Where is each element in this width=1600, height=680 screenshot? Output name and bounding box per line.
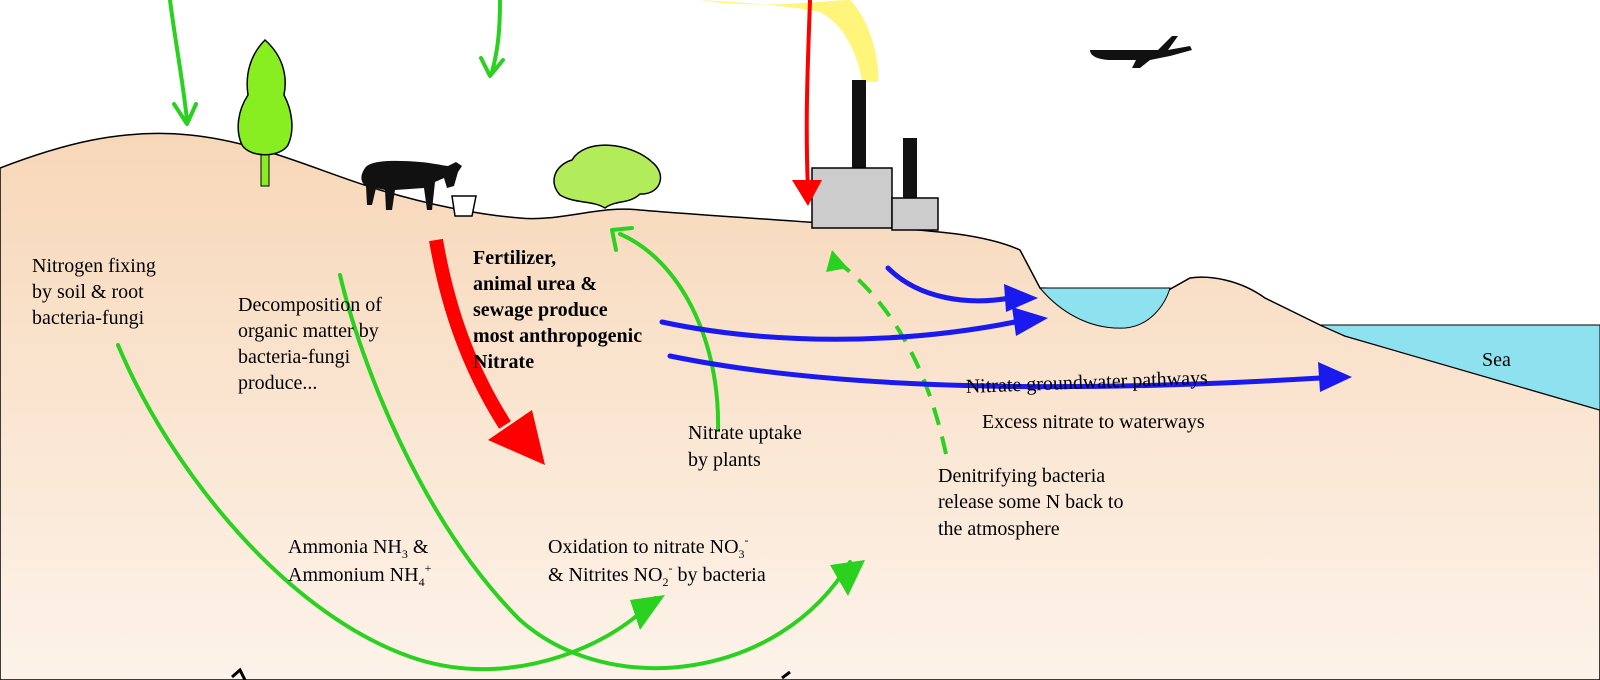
atmospheric-deposition-arrow (168, 0, 189, 122)
bucket-icon (451, 195, 477, 217)
groundwater-to-sea-arrow (667, 353, 1323, 390)
denitrification-arrow (836, 260, 948, 455)
nitrogen-fixing-label: Nitrogen fixing by soil & root bacteria-… (32, 255, 161, 329)
denitrifying-bacteria-label: Denitrifying bacteria release some N bac… (938, 465, 1128, 540)
decomposition-to-nitrate-arrow (338, 273, 852, 671)
airplane-icon (1090, 36, 1192, 68)
smoke-plume (700, 0, 879, 82)
nitrites-label: & Nitrites NO2- by bacteria (548, 561, 766, 589)
green-arrowhead-2 (830, 560, 865, 596)
atmospheric-deposition-arrow-2 (490, 0, 502, 74)
ammonia-label: Ammonia NH3 & (288, 536, 429, 561)
decomposition-label: Decomposition of organic matter by bacte… (238, 294, 387, 394)
excess-nitrate-label: Excess nitrate to waterways (982, 411, 1205, 433)
denitrification-arrowhead (826, 250, 848, 272)
fertilizer-label: Fertilizer, animal urea & sewage produce… (473, 247, 647, 373)
sea-water (1319, 324, 1600, 411)
blue-arrowhead-3 (1318, 362, 1352, 392)
cow-icon (361, 160, 462, 210)
bottom-arrow-fragment-left (231, 667, 247, 680)
green-arrowhead-1 (630, 595, 665, 630)
factory-icon (811, 80, 939, 231)
nitrate-uptake-arrow (618, 232, 721, 432)
oxidation-label: Oxidation to nitrate NO3- (548, 533, 749, 561)
nitrate-uptake-label: Nitrate uptake by plants (688, 422, 807, 471)
emission-deposition-arrowhead (792, 180, 822, 206)
tree-icon (237, 38, 293, 187)
blue-arrowhead-2 (1012, 307, 1048, 336)
sea-label: Sea (1482, 349, 1511, 371)
bush-icon (553, 144, 662, 209)
fertilizer-leaching-arrow (429, 238, 511, 429)
fertilizer-leaching-arrowhead (488, 410, 545, 465)
fixing-to-ammonia-arrow (116, 343, 657, 672)
groundwater-to-pond-arrow (659, 319, 1018, 342)
soil-cross-section (0, 132, 1600, 680)
emission-deposition-arrow (804, 0, 812, 191)
green-arrows (116, 0, 852, 672)
blue-arrows (659, 265, 1323, 390)
bottom-arrow-fragment-right (781, 670, 791, 680)
runoff-to-pond-arrow (885, 265, 1013, 304)
blue-arrowhead-1 (1004, 284, 1038, 312)
pond-water (1038, 287, 1171, 329)
ammonium-label: Ammonium NH4+ (288, 561, 432, 589)
